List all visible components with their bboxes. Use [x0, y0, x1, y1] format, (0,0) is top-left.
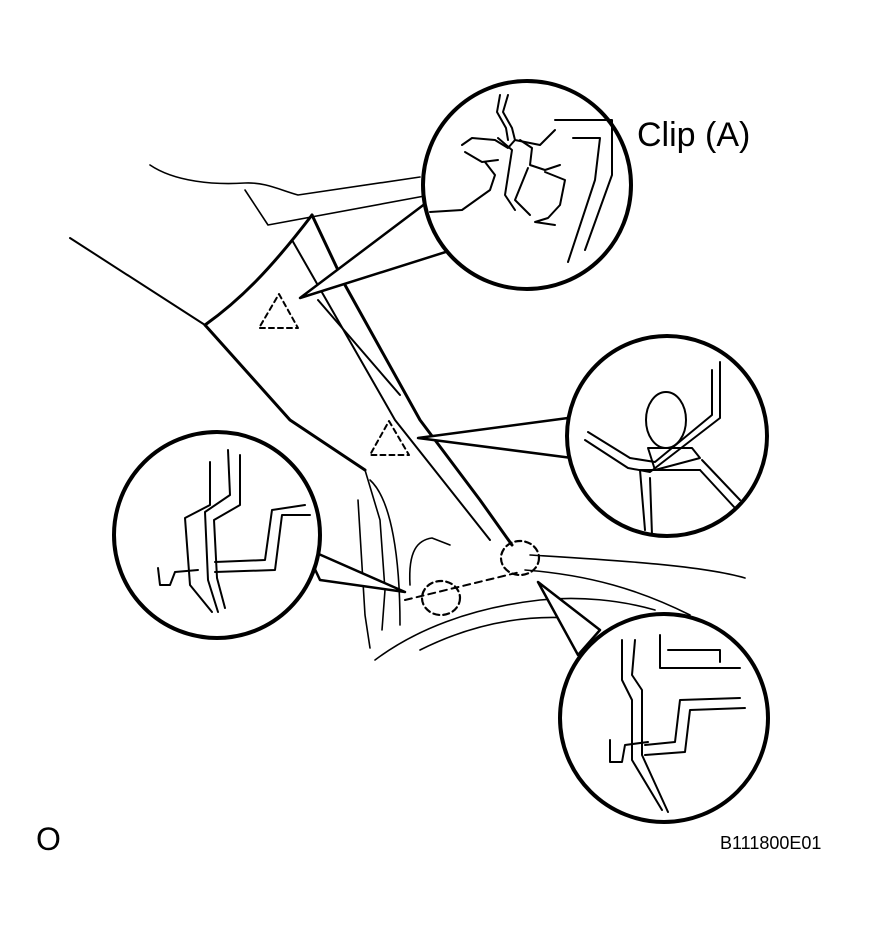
- detail-view-lower-right-clip: [558, 612, 770, 824]
- clip-connection-dashes: [404, 571, 521, 601]
- clip-marker-circle-left: [420, 579, 462, 617]
- roof-edge-lines: [149, 164, 431, 226]
- corner-mark: O: [36, 821, 61, 857]
- clip-marker-triangle-lower: [369, 420, 410, 456]
- figure-code: B111800E01: [720, 833, 821, 853]
- clip-marker-circle-right: [499, 539, 541, 577]
- detail-view-clip-a: [421, 79, 633, 291]
- clip-a-label: Clip (A): [637, 116, 750, 154]
- door-and-fender-lines: [374, 537, 746, 661]
- detail-view-left-clip: [112, 430, 322, 640]
- callout-leader-lower-right-clip: [536, 580, 602, 657]
- detail-view-right-clip: [565, 334, 769, 538]
- pillar-garnish-outline: [69, 213, 514, 649]
- callout-leader-right-clip: [416, 416, 574, 460]
- clip-marker-triangle-upper: [258, 293, 299, 329]
